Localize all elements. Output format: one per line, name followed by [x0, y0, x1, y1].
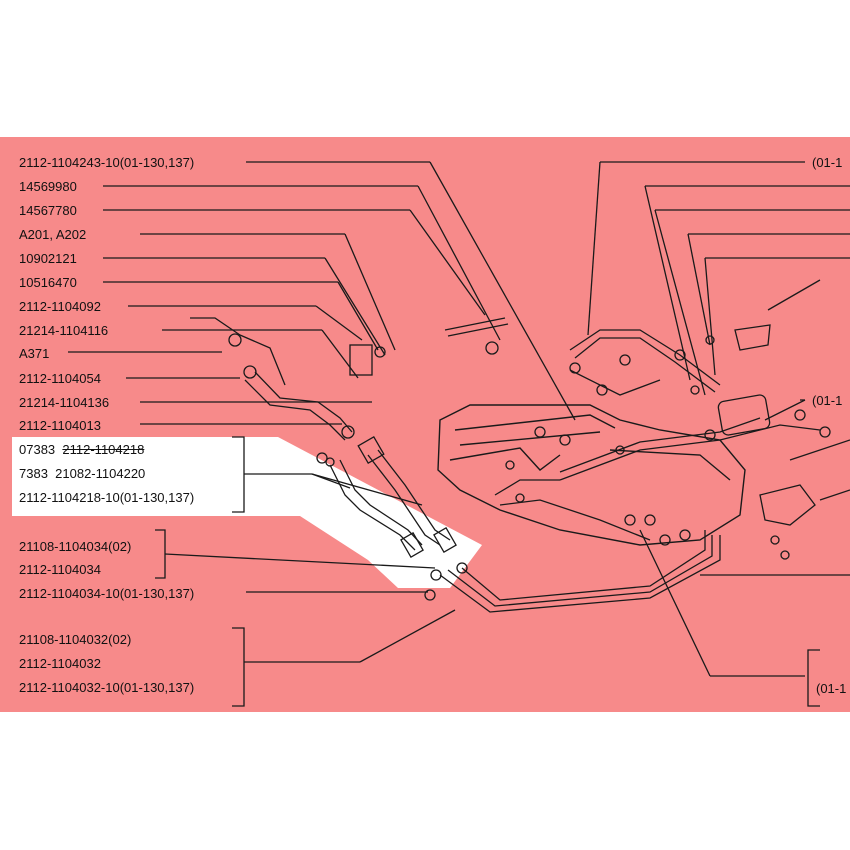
label-right-top: (01-1 [812, 155, 843, 170]
hoses [316, 435, 457, 559]
label-21082-1104220: 21082-1104220 [55, 466, 146, 481]
label-10516470: 10516470 [19, 275, 77, 290]
leader-lines [68, 161, 850, 707]
label-21214-1104116: 21214-1104116 [19, 323, 109, 338]
label-2112-1104092: 2112-1104092 [19, 299, 101, 314]
label-2112-1104032: 2112-1104032 [19, 656, 101, 671]
label-right-mid: (01-1 [812, 393, 843, 408]
label-2112-1104243: 2112-1104243-10(01-130,137) [19, 155, 195, 170]
label-21108-1104034: 21108-1104034(02) [19, 539, 132, 554]
label-7383: 7383 21082-1104220 [19, 466, 145, 481]
label-2112-1104054: 2112-1104054 [19, 371, 101, 386]
label-14567780: 14567780 [19, 203, 77, 218]
label-2112-1104218-struck: 2112-1104218 [62, 442, 145, 457]
label-code-7383: 7383 [19, 466, 48, 481]
label-right-bottom: (01-1 [816, 681, 847, 696]
label-14569980: 14569980 [19, 179, 77, 194]
label-07383: 07383 2112-1104218 [19, 442, 144, 457]
label-2112-1104034: 2112-1104034 [19, 562, 101, 577]
fuel-lines [190, 317, 821, 613]
components [228, 317, 831, 601]
label-2112-1104218-10: 2112-1104218-10(01-130,137) [19, 490, 195, 505]
label-2112-1104032-10: 2112-1104032-10(01-130,137) [19, 680, 195, 695]
label-a201: A201, A202 [19, 227, 87, 242]
label-code-07383: 07383 [19, 442, 56, 457]
hose-callout-panel [12, 437, 482, 588]
label-21214-1104136: 21214-1104136 [19, 395, 110, 410]
label-2112-1104034-10: 2112-1104034-10(01-130,137) [19, 586, 195, 601]
label-a371: A371 [19, 346, 50, 361]
label-10902121: 10902121 [19, 251, 77, 266]
label-21108-1104032: 21108-1104032(02) [19, 632, 132, 647]
fuel-tank [437, 404, 746, 546]
label-2112-1104013: 2112-1104013 [19, 418, 101, 433]
